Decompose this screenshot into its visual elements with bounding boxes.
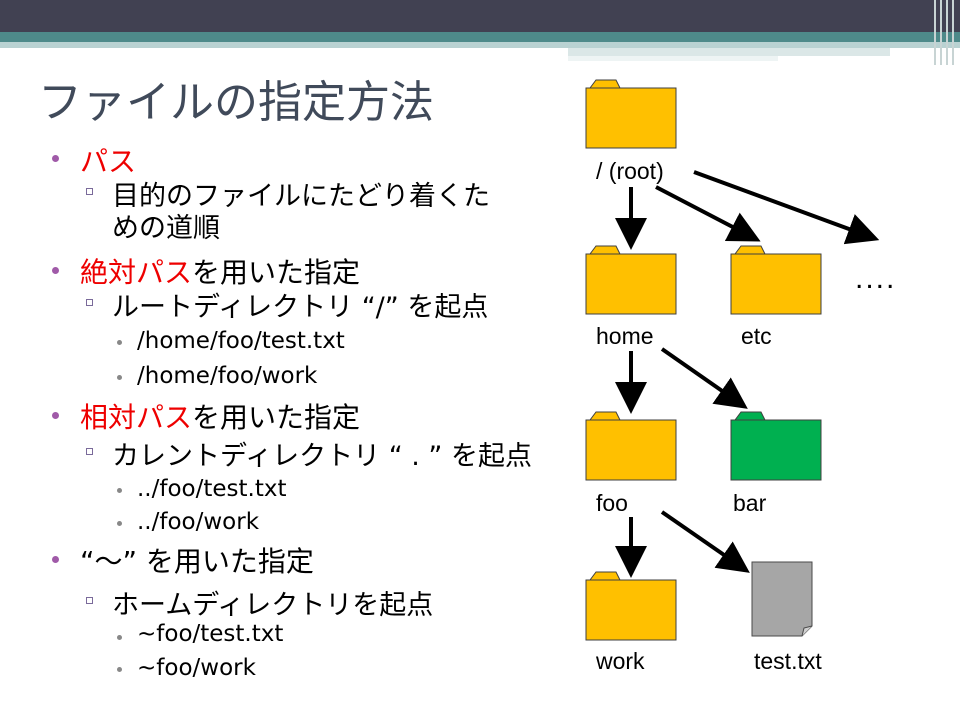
bullet-level3: ~foo/work: [137, 655, 256, 681]
folder-icon: [730, 411, 822, 481]
tree-edges: [615, 170, 880, 578]
tree-arrow-root-to-etc: [655, 185, 761, 242]
folder-icon: [730, 245, 822, 315]
header-stripes: [930, 0, 960, 65]
tree-node-label-work: work: [596, 648, 645, 674]
tree-nodes: [585, 79, 822, 641]
bullet-level1: 絶対パスを用いた指定: [80, 251, 360, 291]
bullet-marker: [117, 375, 122, 380]
header-accent-strip-thin: [568, 56, 778, 61]
bullet-level1: 相対パスを用いた指定: [80, 396, 360, 436]
file-icon: [751, 561, 813, 637]
bullet-marker: [117, 521, 122, 526]
header-accent-band: [0, 32, 960, 42]
folder-icon: [585, 411, 677, 481]
bullet-marker: [86, 448, 93, 455]
bullet-marker: [52, 267, 59, 274]
tree-arrow-home-to-bar: [660, 347, 748, 409]
bullet-level3: ~foo/test.txt: [137, 621, 284, 647]
header-accent-strip: [568, 48, 890, 56]
bullet-marker: [52, 412, 59, 419]
bullet-level1: パス: [80, 145, 137, 178]
folder-icon: [585, 571, 677, 641]
bullet-text: を用いた指定: [192, 256, 361, 289]
bullet-level3: /home/foo/test.txt: [137, 328, 345, 354]
tree-node-label-etc: etc: [741, 323, 772, 349]
tree-arrow-foo-to-testtxt: [660, 510, 750, 573]
tree-node-label-foo: foo: [596, 490, 628, 516]
bullet-marker: [117, 635, 122, 640]
header-bar: [0, 0, 960, 32]
tree-node-label-bar: bar: [733, 490, 767, 516]
tree-node-label-root: / (root): [596, 158, 664, 184]
bullet-marker: [52, 155, 59, 162]
tree-node-label-testtxt: test.txt: [754, 648, 822, 674]
bullet-text: を用いた指定: [192, 401, 361, 434]
bullet-emphasis: 絶対パス: [80, 256, 193, 289]
bullet-level3: /home/foo/work: [137, 363, 318, 389]
directory-tree-diagram: [585, 79, 880, 641]
bullet-level2: カレントディレクトリ “ . ” を起点: [112, 441, 532, 472]
bullet-level3: ../foo/test.txt: [137, 476, 287, 502]
bullet-marker: [117, 667, 122, 672]
bullet-marker: [117, 340, 122, 345]
bullet-marker: [86, 188, 93, 195]
bullet-level1: “～” を用いた指定: [80, 545, 314, 578]
bullet-marker: [86, 597, 93, 604]
bullet-marker: [86, 299, 93, 306]
bullet-level2: ホームディレクトリを起点: [112, 590, 434, 621]
bullet-level2-continuation: めの道順: [112, 213, 220, 244]
tree-arrow-root-to-more: [693, 170, 880, 245]
tree-node-label-more: ....: [855, 262, 897, 295]
header-accent-band-light: [0, 42, 960, 48]
folder-icon: [585, 245, 677, 315]
bullet-level2: ルートディレクトリ “/” を起点: [112, 292, 489, 323]
folder-icon: [585, 79, 677, 149]
bullet-emphasis: 相対パス: [80, 401, 193, 434]
bullet-level3: ../foo/work: [137, 509, 260, 535]
file-corner-fold: [801, 625, 813, 637]
bullet-level2: 目的のファイルにたどり着くた: [112, 181, 490, 212]
bullet-marker: [52, 556, 59, 563]
slide-title: ファイルの指定方法: [38, 77, 434, 128]
bullet-marker: [117, 488, 122, 493]
tree-node-label-home: home: [596, 323, 654, 349]
